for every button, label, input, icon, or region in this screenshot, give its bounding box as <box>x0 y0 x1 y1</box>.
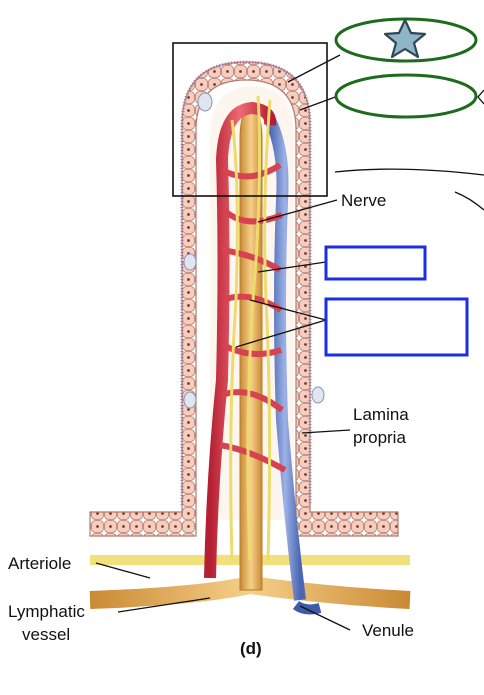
label-arteriole: Arteriole <box>8 554 71 573</box>
goblet-cell <box>197 92 213 112</box>
label-lymphatic: Lymphatic <box>8 602 85 621</box>
goblet-cell <box>183 253 197 271</box>
magnification-box <box>172 42 328 197</box>
label-nerve: Nerve <box>341 191 386 210</box>
nerve-fibers <box>229 95 272 561</box>
label-propria: propria <box>353 428 406 447</box>
star-icon <box>383 18 427 59</box>
leader-lines <box>95 54 484 631</box>
epithelium-outer <box>89 61 399 537</box>
panel-label: (d) <box>240 639 262 658</box>
label-venule: Venule <box>362 621 414 640</box>
blank-oval-second[interactable] <box>334 73 478 119</box>
goblet-cell <box>311 386 325 404</box>
villus-venule <box>264 117 306 601</box>
label-lamina: Lamina <box>353 405 409 424</box>
blank-box-small[interactable] <box>324 245 427 281</box>
label-vessel: vessel <box>22 625 70 644</box>
goblet-cell <box>183 391 197 409</box>
villus-arteriole <box>204 101 277 579</box>
blank-box-large[interactable] <box>324 297 469 357</box>
microvilli <box>180 60 312 505</box>
base-venule <box>292 600 322 615</box>
